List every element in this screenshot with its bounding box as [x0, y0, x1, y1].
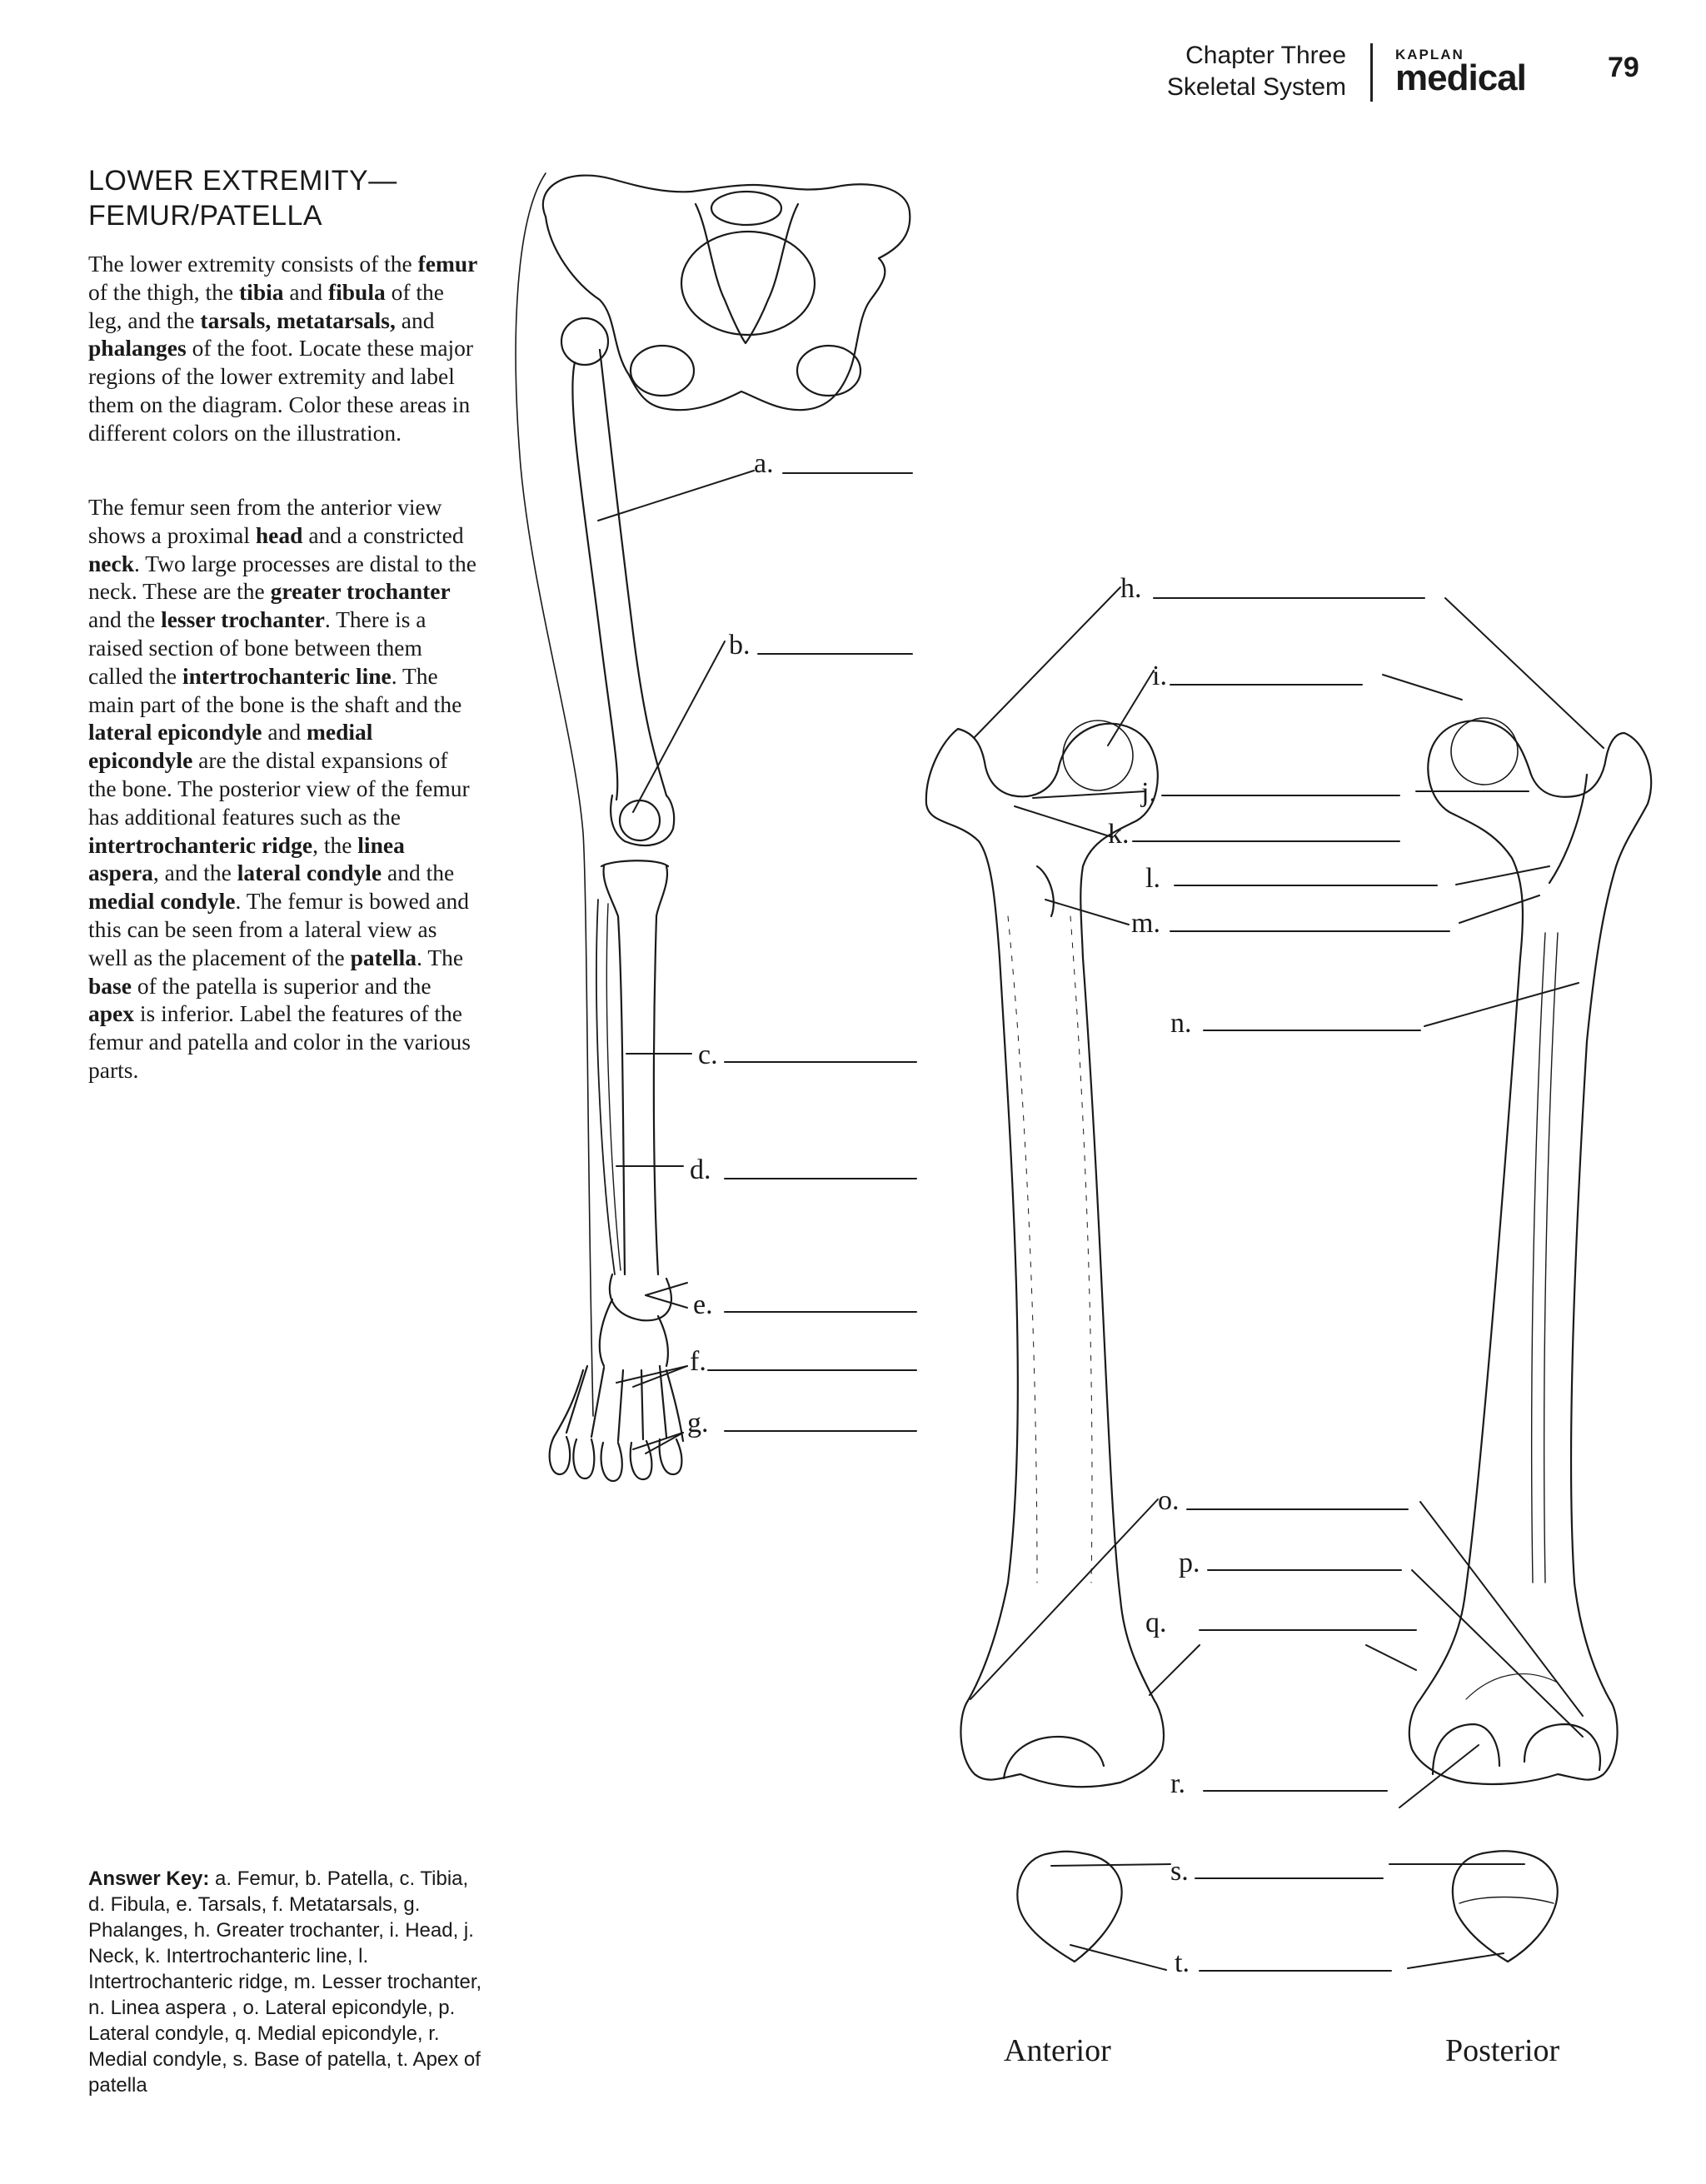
caption-posterior: Posterior [1445, 2032, 1559, 2069]
label-l: l. [1145, 865, 1160, 893]
label-o: o. [1158, 1487, 1180, 1515]
lower-limb-drawing [516, 173, 910, 1481]
label-k: k. [1108, 820, 1130, 849]
label-i: i. [1152, 662, 1167, 691]
label-m: m. [1131, 910, 1160, 938]
label-n: n. [1170, 1010, 1192, 1038]
patella-posterior-drawing [1453, 1851, 1558, 1962]
label-b: b. [729, 631, 751, 660]
label-g: g. [687, 1409, 709, 1438]
label-d: d. [690, 1156, 711, 1184]
label-a: a. [754, 450, 774, 478]
label-q: q. [1145, 1609, 1167, 1638]
label-f: f. [690, 1348, 706, 1376]
posterior-femur-drawing [1409, 718, 1651, 1784]
label-c: c. [698, 1041, 718, 1070]
label-h: h. [1120, 575, 1142, 603]
answer-blanks [708, 473, 1449, 1971]
patella-anterior-drawing [1017, 1852, 1121, 1962]
caption-anterior: Anterior [1004, 2032, 1111, 2069]
label-e: e. [693, 1291, 713, 1319]
leader-lines [598, 471, 1604, 1970]
label-j: j. [1141, 779, 1156, 807]
label-s: s. [1170, 1857, 1189, 1886]
label-t: t. [1175, 1949, 1190, 1977]
label-r: r. [1170, 1770, 1185, 1798]
anterior-femur-drawing [926, 721, 1164, 1787]
label-p: p. [1179, 1549, 1200, 1578]
